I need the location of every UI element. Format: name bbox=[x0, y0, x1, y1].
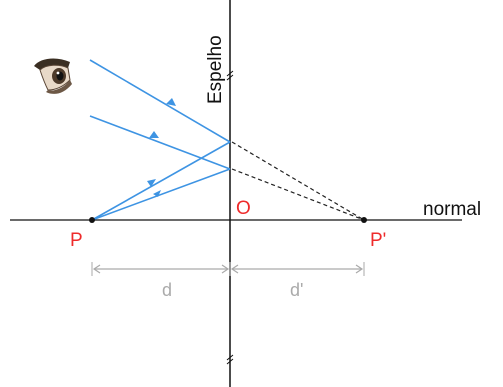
dim-arrow-d-left bbox=[92, 264, 101, 274]
distance-dprime-label: d' bbox=[290, 280, 303, 300]
distance-d-label: d bbox=[162, 280, 172, 300]
object-point bbox=[89, 217, 95, 223]
origin-label: O bbox=[236, 198, 251, 219]
image-point bbox=[361, 217, 367, 223]
incident-ray-upper bbox=[91, 141, 231, 221]
reflected-arrow-upper bbox=[166, 98, 176, 106]
incident-arrow-upper bbox=[147, 179, 156, 187]
reflected-ray-lower bbox=[89, 115, 231, 170]
incident-ray-lower bbox=[91, 168, 231, 221]
virtual-ray-lower bbox=[231, 168, 365, 221]
dim-arrow-dprime-right bbox=[355, 264, 364, 274]
mirror-hatch-bottom bbox=[226, 354, 234, 365]
dim-arrow-d-right bbox=[221, 264, 230, 274]
image-label: P' bbox=[370, 230, 386, 251]
normal-label: normal bbox=[423, 199, 481, 220]
eye-icon bbox=[34, 58, 72, 94]
reflected-arrow-lower bbox=[149, 131, 159, 138]
mirror-hatch-top bbox=[226, 70, 234, 81]
object-label: P bbox=[70, 230, 83, 251]
mirror-label: Espelho bbox=[205, 35, 226, 104]
incident-arrow-lower bbox=[153, 190, 161, 197]
dim-arrow-dprime-left bbox=[230, 264, 239, 274]
virtual-ray-upper bbox=[231, 141, 365, 221]
reflected-ray-upper bbox=[89, 59, 231, 143]
